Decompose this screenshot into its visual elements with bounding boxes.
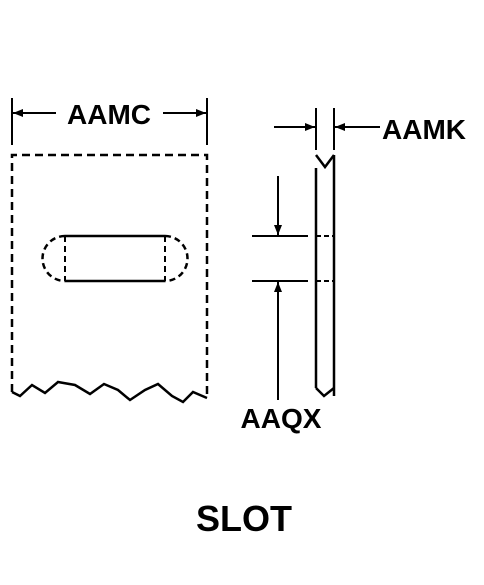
front-view	[10, 153, 209, 404]
slot-height-label: AAQX	[241, 403, 322, 434]
thickness-label: AAMK	[382, 114, 466, 145]
slot-end-left	[41, 234, 66, 283]
plate-break-line	[11, 380, 208, 404]
side-view	[314, 154, 336, 398]
side-break-top	[315, 154, 335, 170]
width-dimension	[11, 98, 208, 145]
slot-end-right	[164, 234, 189, 283]
slot-height-dimension	[252, 176, 308, 400]
width-label: AAMC	[67, 99, 151, 130]
plate-outline	[10, 153, 209, 398]
thickness-dimension	[274, 108, 380, 150]
diagram-title: SLOT	[196, 498, 292, 539]
side-break-bottom	[315, 387, 335, 398]
